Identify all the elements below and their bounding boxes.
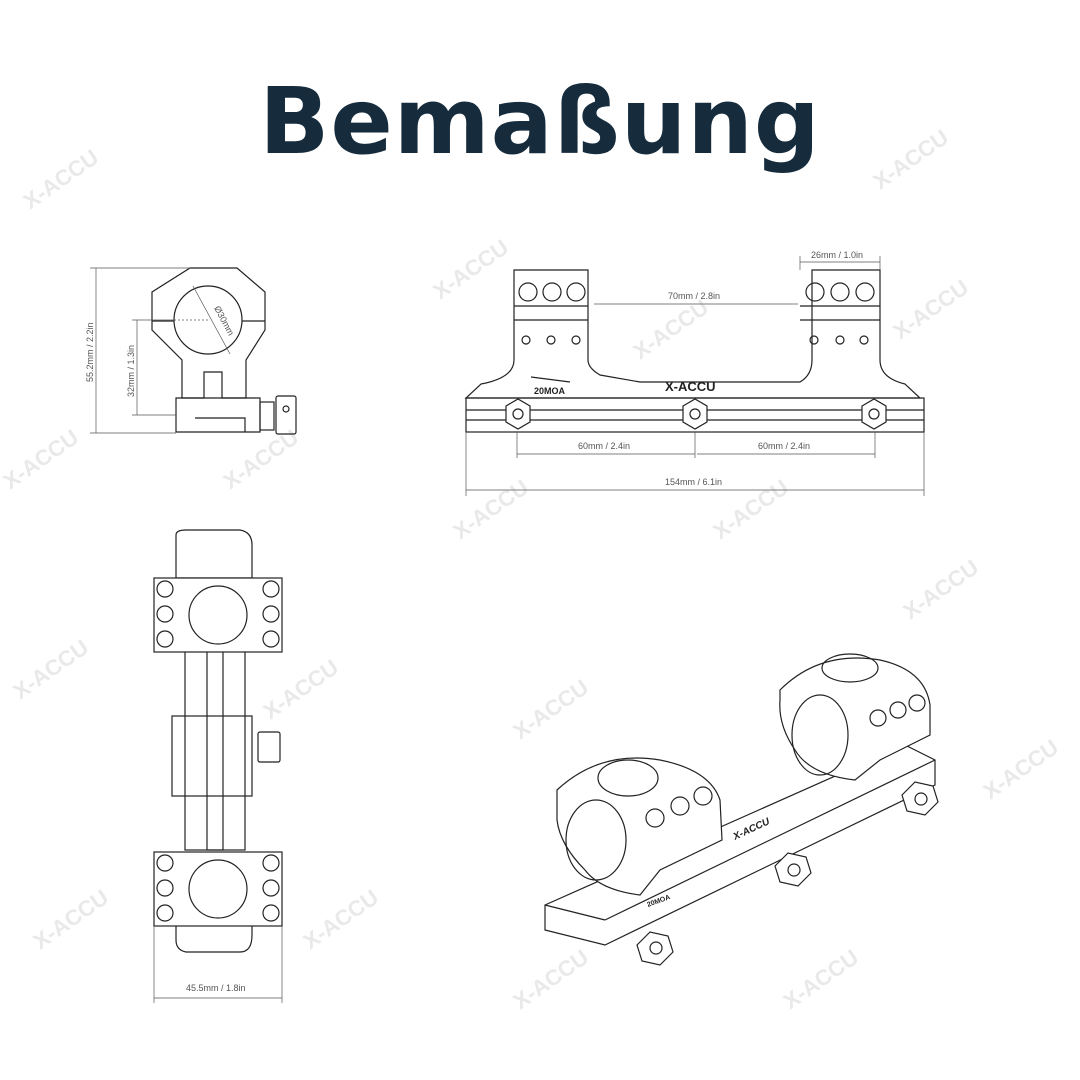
top-view: 45.5mm / 1.8in (153, 529, 283, 1003)
iso-view: 20MOA X-ACCU (544, 653, 939, 966)
svg-text:45.5mm / 1.8in: 45.5mm / 1.8in (186, 983, 246, 993)
svg-text:26mm / 1.0in: 26mm / 1.0in (811, 250, 863, 260)
svg-text:X-ACCU: X-ACCU (219, 425, 303, 495)
front-view: 20MOA X-ACCU 26mm / 1.0in 70mm / 2.8in 6… (464, 250, 925, 496)
svg-text:20MOA: 20MOA (646, 894, 671, 909)
clamp-nut (505, 398, 531, 430)
svg-text:X-ACCU: X-ACCU (869, 125, 953, 195)
svg-text:60mm / 2.4in: 60mm / 2.4in (578, 441, 630, 451)
clamp-nut (682, 398, 708, 430)
side-view: Ø30mm 55.2mm / 2.2in 32mm / 1.3in (85, 267, 297, 435)
torx-screws (156, 580, 280, 922)
svg-text:X-ACCU: X-ACCU (509, 675, 593, 745)
svg-text:55.2mm / 2.2in: 55.2mm / 2.2in (85, 322, 95, 382)
svg-text:154mm / 6.1in: 154mm / 6.1in (665, 477, 722, 487)
svg-text:X-ACCU: X-ACCU (0, 425, 83, 495)
svg-text:X-ACCU: X-ACCU (299, 885, 383, 955)
svg-text:X-ACCU: X-ACCU (889, 275, 973, 345)
svg-text:X-ACCU: X-ACCU (29, 885, 113, 955)
svg-text:32mm / 1.3in: 32mm / 1.3in (126, 345, 136, 397)
clamp-nut (636, 931, 674, 966)
svg-text:60mm / 2.4in: 60mm / 2.4in (758, 441, 810, 451)
svg-text:X-ACCU: X-ACCU (429, 235, 513, 305)
svg-text:70mm / 2.8in: 70mm / 2.8in (668, 291, 720, 301)
svg-text:X-ACCU: X-ACCU (449, 475, 533, 545)
page-title: Bemaßung (259, 68, 821, 175)
svg-text:X-ACCU: X-ACCU (259, 655, 343, 725)
svg-text:X-ACCU: X-ACCU (19, 145, 103, 215)
clamp-nut (774, 852, 812, 887)
clamp-nut (901, 781, 939, 816)
clamp-nut (861, 398, 887, 430)
svg-text:20MOA: 20MOA (534, 386, 566, 396)
svg-text:X-ACCU: X-ACCU (899, 555, 983, 625)
svg-text:X-ACCU: X-ACCU (979, 735, 1063, 805)
svg-text:X-ACCU: X-ACCU (779, 945, 863, 1015)
svg-text:X-ACCU: X-ACCU (629, 295, 713, 365)
svg-text:X-ACCU: X-ACCU (9, 635, 93, 705)
svg-text:X-ACCU: X-ACCU (665, 379, 716, 394)
svg-text:X-ACCU: X-ACCU (509, 945, 593, 1015)
